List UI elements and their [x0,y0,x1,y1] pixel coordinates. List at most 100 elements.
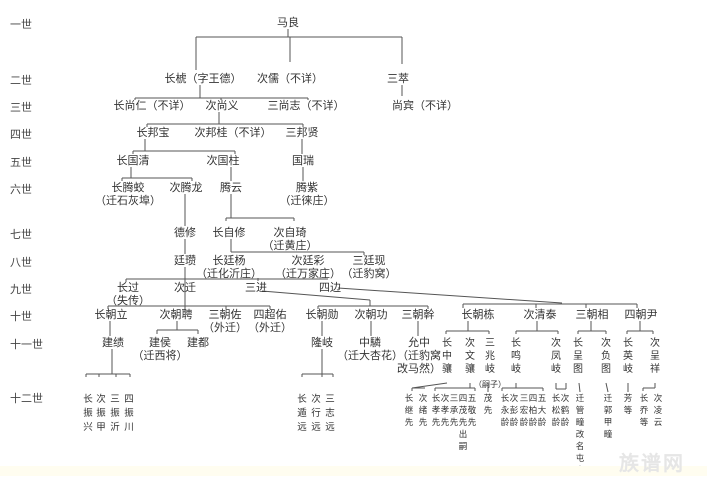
person-node: 长廷杨（迁化沂庄） [196,254,262,280]
person-note: （迁徕庄） [279,194,335,207]
person-name: 建绩 [102,336,124,349]
person-note: （迁石灰埠） [95,194,161,207]
person-node-vertical: 四茂先出嗣 [458,394,468,452]
person-name: 长国清 [116,154,150,167]
person-name: 长朝栋 [461,308,495,321]
person-note: （迁化沂庄） [196,267,262,280]
person-name: 次自琦 [273,226,307,239]
person-name: 国瑞 [292,154,314,167]
person-node: 长椃（字王德） [165,72,242,85]
person-name: 三尚志（不详） [267,99,345,112]
person-node: 三朝相 [576,308,609,321]
person-node: 马良 [277,16,299,29]
person-name: 腾紫 [296,181,318,194]
person-node: 次国柱 [207,154,240,167]
person-name: 四超佑 [253,308,287,321]
person-node-vertical: 长遁远 [297,394,307,433]
person-node-vertical: 次凌云 [653,394,663,428]
person-node: 次廷彩（迁万家庄） [275,254,341,280]
generation-label-5: 五世 [10,156,32,169]
person-node: 长邦宝 [137,126,170,139]
person-name: 次儒（不详） [257,72,323,85]
person-name: 四边 [319,281,341,294]
person-note: （迁大杏花） [337,349,403,362]
person-node: 三朝幹 [402,308,435,321]
person-node-vertical: 长孝先 [431,394,441,428]
person-name: 次国柱 [206,154,240,167]
person-node-vertical: 三志远 [325,394,335,433]
person-node: 四边 [319,281,341,294]
person-name: 长椃（字王德） [164,72,242,85]
person-note: （迁西将） [132,349,188,362]
person-node-vertical: 五敬先 [467,394,477,428]
person-note: （迁豹窝） [341,267,397,280]
person-node: 四朝尹 [625,308,658,321]
person-node-vertical: 五大龄 [537,394,547,428]
person-node: 尚宾（不详） [392,99,458,112]
person-name: 三进 [245,281,267,294]
person-node-vertical: 长乔等 [639,394,649,428]
person-node-vertical: 次行远 [311,394,321,433]
person-name: 三廷现 [352,254,386,267]
generation-label-4: 四世 [10,128,32,141]
person-node-vertical: 长松龄 [551,394,561,428]
generation-label-6: 六世 [10,183,32,196]
person-node: 三廷现（迁豹窝） [342,254,397,280]
person-node: 长国清 [117,154,150,167]
person-name: 建都 [187,336,209,349]
person-node: 四超佑（外迁） [248,308,292,334]
person-name: 次腾龙 [169,181,203,194]
person-node: 次迁 [174,281,196,294]
person-node: 建侯（迁西将） [133,336,188,362]
person-node: 次尚义 [206,99,239,112]
person-node-vertical: 四振川 [124,394,134,433]
person-node: 长朝栋 [462,308,495,321]
person-node: 次自琦（迁黄庄） [263,226,318,252]
person-node-vertical: 长鸣岐 [511,338,521,375]
person-node: 长过（失传） [106,281,150,307]
person-name: 次尚义 [205,99,239,112]
person-node-vertical: 长永龄 [500,394,510,428]
person-node-vertical: 芳等 [623,394,633,416]
generation-label-10: 十世 [10,310,32,323]
person-node: 中驎（迁大杏花） [337,336,403,362]
person-node: 德修 [174,226,196,239]
person-node: 腾紫（迁徕庄） [280,181,335,207]
person-name: 长邦宝 [136,126,170,139]
person-name: 腾云 [220,181,242,194]
person-note: （迁黄庄） [262,239,318,252]
person-node-vertical: 长中骧 [442,338,452,375]
person-node: 国瑞 [292,154,314,167]
person-node: 三萃 [387,72,409,85]
person-node-vertical: 次彭龄 [509,394,519,428]
generation-label-3: 三世 [10,101,32,114]
person-node: 允中（迁豹窝改马然） [397,336,441,375]
person-node: 廷瓒 [174,254,196,267]
person-node: 长腾蛟（迁石灰埠） [95,181,161,207]
person-name: 三萃 [387,72,409,85]
person-node: 三朝佐（外迁） [203,308,247,334]
person-node: 长朝立 [95,308,128,321]
person-name: 长朝立 [94,308,128,321]
generation-label-1: 一世 [10,18,32,31]
person-node-vertical: 次振甲 [96,394,106,433]
generation-label-2: 二世 [10,74,32,87]
person-node: 长朝勋 [306,308,339,321]
adopted-note: （嗣子） [474,380,506,389]
person-node-vertical: 次凤岐 [551,338,561,375]
person-name: 隆岐 [311,336,333,349]
person-node-vertical: 三兆岐 [485,338,495,375]
person-name: 长腾蛟 [111,181,145,194]
person-name: 长自修 [212,226,246,239]
person-name: 次朝聘 [159,308,193,321]
person-node: 次儒（不详） [257,72,323,85]
person-note: （外迁） [203,321,247,334]
person-node-vertical: 长英岐 [623,338,633,375]
person-name: 长过 [117,281,139,294]
person-node-vertical: 次绪先 [418,394,428,428]
person-node-vertical: 迁郭甲疃 [603,394,613,440]
person-name: 长尚仁（不详） [113,99,191,112]
person-node: 长尚仁（不详） [114,99,191,112]
